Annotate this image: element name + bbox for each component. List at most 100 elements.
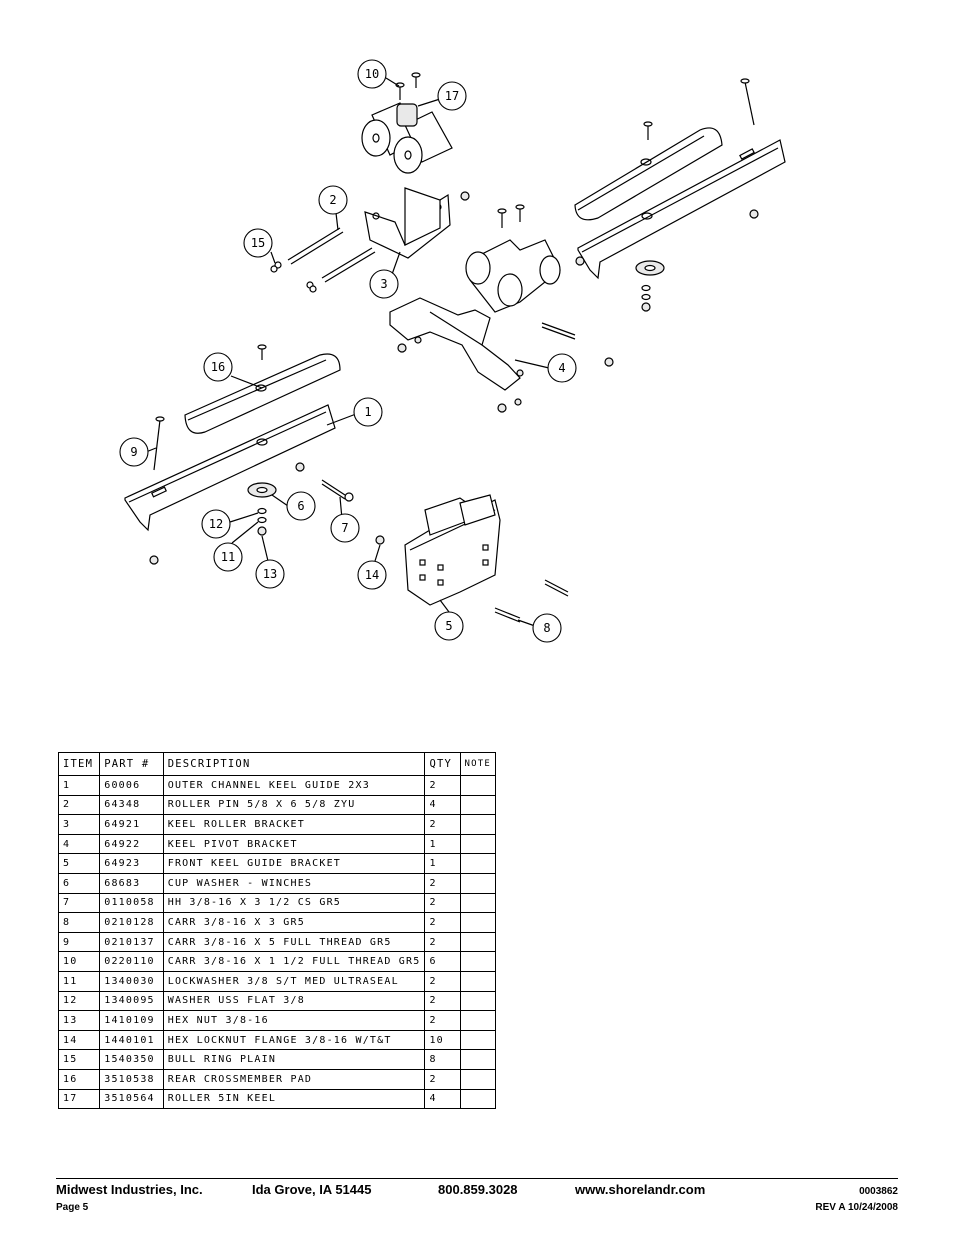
row-part-number: 1540350: [99, 1049, 164, 1070]
header-description: DESCRIPTION: [162, 752, 426, 776]
row-part-number: 1340095: [99, 990, 164, 1012]
row-part-number: 64348: [99, 794, 164, 816]
row-description: CARR 3/8-16 X 5 FULL THREAD GR5: [162, 931, 426, 953]
row-qty: 2: [424, 1068, 461, 1090]
row-part-number: 1410109: [99, 1010, 164, 1031]
svg-text:8: 8: [543, 621, 550, 635]
row-description: WASHER USS FLAT 3/8: [162, 990, 426, 1012]
row-note: [459, 951, 496, 972]
roller-pins: [270, 227, 376, 293]
left-bolt-9: [153, 416, 165, 471]
footer-city: Ida Grove, IA 51445: [252, 1182, 372, 1197]
row-item: 11: [57, 970, 101, 992]
row-description: CARR 3/8-16 X 1 1/2 FULL THREAD GR5: [162, 951, 426, 972]
row-description: HEX NUT 3/8-16: [162, 1010, 426, 1031]
row-item: 4: [57, 833, 101, 855]
bubble-15: 15: [243, 228, 273, 258]
row-qty: 6: [424, 951, 461, 972]
footer-divider: [56, 1178, 898, 1179]
bubble-14: 14: [357, 560, 387, 590]
row-part-number: 0210137: [99, 931, 164, 953]
svg-text:3: 3: [380, 277, 387, 291]
row-note: [459, 1068, 496, 1090]
row-qty: 8: [424, 1049, 461, 1070]
row-description: ROLLER PIN 5/8 X 6 5/8 ZYU: [162, 794, 426, 816]
row-note: [459, 833, 496, 855]
svg-text:13: 13: [263, 567, 277, 581]
row-part-number: 0210128: [99, 912, 164, 933]
row-part-number: 68683: [99, 872, 164, 894]
left-cup-washer-stack: [247, 462, 305, 536]
row-qty: 2: [424, 931, 461, 953]
row-part-number: 0220110: [99, 951, 164, 972]
row-note: [459, 892, 496, 914]
row-note: [459, 814, 496, 835]
row-qty: 2: [424, 872, 461, 894]
row-part-number: 3510564: [99, 1088, 164, 1110]
row-part-number: 60006: [99, 775, 164, 796]
row-item: 9: [57, 931, 101, 953]
hex-bolt-7: [321, 479, 354, 502]
footer-phone: 800.859.3028: [438, 1182, 518, 1197]
row-item: 14: [57, 1029, 101, 1051]
row-qty: 10: [424, 1029, 461, 1051]
row-description: BULL RING PLAIN: [162, 1049, 426, 1070]
svg-text:4: 4: [558, 361, 565, 375]
svg-text:7: 7: [341, 521, 348, 535]
svg-text:1: 1: [364, 405, 371, 419]
row-qty: 2: [424, 1010, 461, 1031]
right-outer-channel: [577, 139, 786, 280]
svg-text:12: 12: [209, 517, 223, 531]
carriage-bolts-8: [494, 579, 569, 623]
row-item: 17: [57, 1088, 101, 1110]
row-qty: 1: [424, 853, 461, 874]
svg-text:15: 15: [251, 236, 265, 250]
footer-revision: REV A 10/24/2008: [815, 1202, 898, 1213]
row-description: CUP WASHER - WINCHES: [162, 872, 426, 894]
bubble-16: 16: [203, 352, 233, 382]
row-item: 6: [57, 872, 101, 894]
row-description: HH 3/8-16 X 3 1/2 CS GR5: [162, 892, 426, 914]
bubble-11: 11: [213, 542, 243, 572]
row-description: REAR CROSSMEMBER PAD: [162, 1068, 426, 1090]
bubble-17: 17: [437, 81, 467, 111]
right-crossmember-pad: [574, 127, 723, 221]
bubble-2: 2: [318, 185, 348, 215]
bubble-7: 7: [330, 513, 360, 543]
left-outer-channel: [124, 404, 336, 565]
row-qty: 2: [424, 912, 461, 933]
bubble-5: 5: [434, 611, 464, 641]
row-qty: 2: [424, 970, 461, 992]
row-description: OUTER CHANNEL KEEL GUIDE 2X3: [162, 775, 426, 796]
row-item: 2: [57, 794, 101, 816]
row-item: 7: [57, 892, 101, 914]
footer-doc-number: 0003862: [859, 1186, 898, 1197]
row-note: [459, 775, 496, 796]
row-note: [459, 1049, 496, 1070]
row-qty: 4: [424, 794, 461, 816]
top-bolts-10: [395, 72, 421, 100]
row-note: [459, 912, 496, 933]
bubble-3: 3: [369, 269, 399, 299]
row-qty: 2: [424, 892, 461, 914]
footer-company: Midwest Industries, Inc.: [56, 1182, 203, 1197]
row-description: HEX LOCKNUT FLANGE 3/8-16 W/T&T: [162, 1029, 426, 1051]
row-item: 8: [57, 912, 101, 933]
table-header-row: ITEM PART # DESCRIPTION QTY NOTE: [57, 752, 496, 776]
row-description: ROLLER 5IN KEEL: [162, 1088, 426, 1110]
row-note: [459, 931, 496, 953]
top-rollers: [361, 102, 453, 174]
header-part-number: PART #: [99, 752, 164, 776]
